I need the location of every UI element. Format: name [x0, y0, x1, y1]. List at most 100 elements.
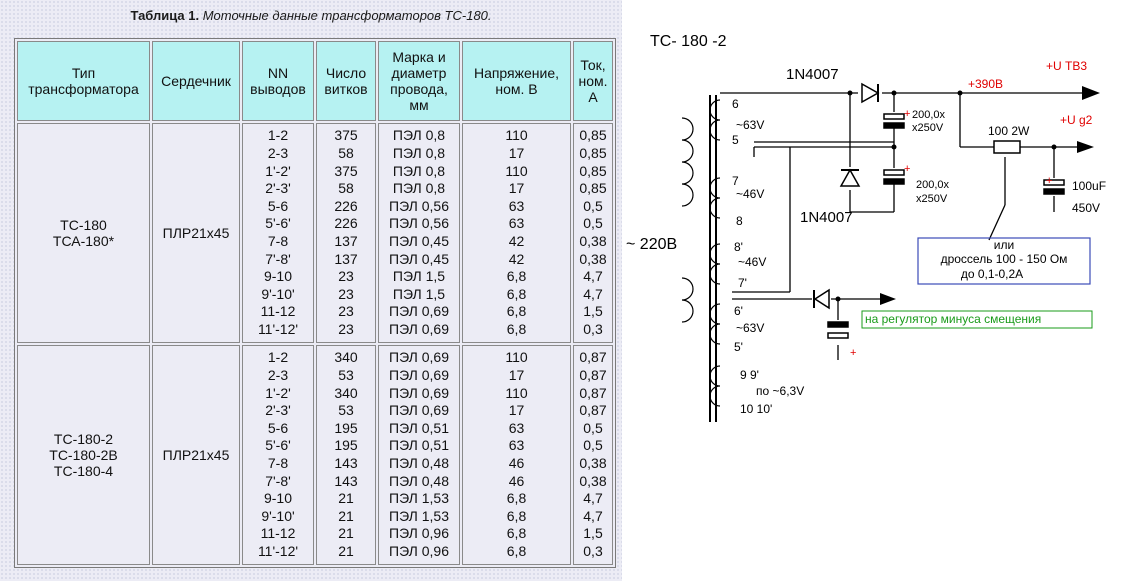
wire-value: ПЭЛ 0,8	[392, 180, 446, 197]
header-line: Сердечник	[161, 73, 231, 89]
voltage-value: 6,8	[506, 320, 527, 337]
diode-top-label: 1N4007	[786, 66, 839, 83]
diode-bottom	[839, 168, 861, 187]
header-line: ном. В	[495, 81, 538, 97]
pins-value: 11'-12'	[257, 542, 299, 559]
winding-table-panel: Таблица 1. Моточные данные трансформатор…	[0, 0, 622, 581]
current-value: 4,7	[583, 285, 603, 302]
note-line-3: до 0,1-0,2А	[961, 267, 1023, 281]
pins-value: 9-10	[263, 490, 293, 507]
current-value: 0,85	[579, 162, 607, 179]
svg-text:10 10': 10 10'	[740, 402, 772, 416]
current-value: 4,7	[583, 507, 603, 524]
capacitor-bias	[827, 321, 849, 339]
current-value: 0,38	[579, 455, 607, 471]
resistor-label: 100 2W	[988, 124, 1030, 138]
header-line: диаметр	[391, 65, 447, 81]
svg-text:8: 8	[736, 214, 743, 228]
pins-value: 2-3	[267, 367, 289, 384]
wire-value: ПЭЛ 1,53	[389, 490, 449, 507]
pins-value: 7'-8'	[265, 250, 291, 267]
cap-top-plus: +	[904, 108, 910, 120]
turns-value: 137	[334, 233, 358, 249]
cap-bottom-value: 200,0х	[916, 179, 950, 191]
pins-value: 9-10	[263, 268, 293, 285]
current-value: 0,87	[579, 367, 607, 384]
wire-value: ПЭЛ 0,96	[389, 542, 449, 559]
core-cell: ПЛР21х45	[152, 123, 240, 343]
turns-value: 23	[338, 320, 354, 337]
voltage-value: 6,8	[506, 285, 527, 302]
voltage-value: 110	[505, 384, 528, 401]
pins-value: 5'-6'	[265, 437, 291, 454]
rail-tv3-label: +U ТВ3	[1046, 59, 1087, 73]
pins-value: 11-12	[260, 525, 296, 542]
transformer-type: ТС-180	[60, 217, 107, 233]
pins-value: 2-3	[267, 145, 289, 162]
svg-text:7': 7'	[738, 276, 747, 290]
transformer-type: ТС-180-4	[53, 463, 114, 479]
wire-value: ПЭЛ 0,69	[389, 384, 449, 401]
capacitor-top	[883, 113, 905, 129]
header-line: трансформатора	[28, 81, 139, 97]
arrow-tv3	[1082, 86, 1100, 100]
turns-value: 137	[334, 250, 358, 267]
voltage-value: 46	[508, 455, 525, 471]
header-core: Сердечник	[152, 41, 240, 121]
pins-value: 2'-3'	[265, 402, 291, 419]
current-value: 0,5	[583, 215, 603, 232]
pins-value: 1-2	[267, 349, 289, 366]
voltage-value: 6,8	[506, 542, 527, 559]
wire-value: ПЭЛ 0,51	[389, 437, 449, 454]
header-line: Число	[325, 65, 367, 81]
header-current: Ток,ном.А	[573, 41, 613, 121]
svg-text:~63V: ~63V	[736, 321, 764, 335]
pins-value: 9'-10'	[261, 507, 295, 524]
current-value: 0,3	[583, 320, 603, 337]
voltage-value: 6,8	[506, 507, 527, 524]
diode-bottom-label: 1N4007	[800, 209, 853, 226]
current-value: 4,7	[583, 490, 603, 507]
cap-bottom-voltage: x250V	[916, 193, 948, 205]
header-line: Ток,	[580, 57, 606, 73]
current-value: 1,5	[583, 525, 603, 542]
pins-value: 9'-10'	[261, 285, 295, 302]
header-line: Тип	[71, 65, 96, 81]
voltage-value: 63	[508, 215, 525, 232]
filament-winding	[709, 365, 721, 407]
pins-value: 7'-8'	[265, 472, 291, 489]
tap-labels: 6 ~63V 5 7 ~46V 8 8' ~46V 7' 6' ~63V 5' …	[732, 97, 804, 416]
caption-text: Моточные данные трансформаторов ТС-180.	[202, 8, 492, 23]
caption-number: Таблица 1.	[130, 8, 200, 23]
arrow-bias	[880, 293, 896, 305]
turns-value: 340	[334, 349, 358, 366]
wire-value: ПЭЛ 0,56	[389, 197, 449, 214]
current-value: 0,87	[579, 402, 607, 419]
turns-value: 143	[334, 472, 358, 489]
header-line: провода,	[390, 81, 448, 97]
turns-value: 53	[338, 367, 354, 384]
svg-text:по ~6,3V: по ~6,3V	[756, 384, 804, 398]
bias-label-box	[861, 310, 1093, 329]
cap-top-value: 200,0х	[912, 109, 946, 121]
voltage-value: 42	[508, 233, 525, 249]
current-value: 0,85	[579, 145, 607, 162]
current-value: 0,85	[579, 180, 607, 197]
capacitor-right	[1043, 179, 1065, 195]
diode-top	[861, 82, 880, 104]
wire-value: ПЭЛ 0,69	[389, 402, 449, 419]
header-line: витков	[324, 81, 368, 97]
wire-value: ПЭЛ 0,69	[389, 367, 449, 384]
bias-label: на регулятор минуса смещения	[865, 312, 1041, 326]
wire-value: ПЭЛ 0,96	[389, 525, 449, 542]
turns-value: 21	[338, 490, 354, 507]
header-line: Марка и	[392, 49, 446, 65]
voltage-value: 63	[508, 419, 525, 436]
cap-bias-plus: +	[850, 347, 856, 359]
turns-value: 340	[334, 384, 358, 401]
